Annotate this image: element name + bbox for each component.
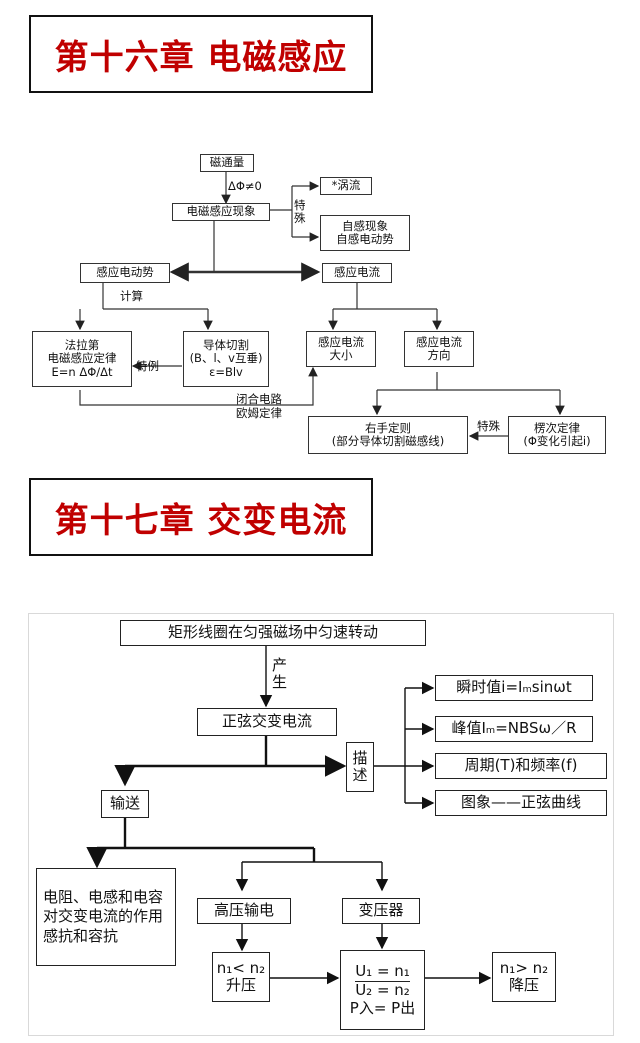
chapter16-title: 第十六章 电磁感应	[29, 15, 373, 93]
label-closed-circuit: 闭合电路 欧姆定律	[236, 392, 282, 421]
node-right-hand-rule: 右手定则 (部分导体切割磁感线)	[308, 416, 468, 454]
node-conductor-cut: 导体切割 (B、l、v互垂) ε=Blv	[183, 331, 269, 387]
node-current-direction: 感应电流 方向	[404, 331, 474, 367]
node-describe: 描 述	[346, 742, 374, 792]
node-transmit: 输送	[101, 790, 149, 818]
node-flux: 磁通量	[200, 154, 254, 172]
label-delta-phi: ΔΦ≠0	[228, 179, 262, 193]
label-produce: 产 生	[272, 656, 288, 692]
node-lenz-law: 楞次定律 (Φ变化引起i)	[508, 416, 606, 454]
node-graph-sine: 图象——正弦曲线	[435, 790, 607, 816]
arrow-to-magnitude	[79, 366, 318, 406]
node-transformer-equations: U₁ = n₁ U₂ = n₂ P入= P出	[340, 950, 425, 1030]
label-special-vertical: 特 殊	[294, 198, 306, 226]
node-phenomenon: 电磁感应现象	[172, 203, 270, 221]
chapter17-title: 第十七章 交变电流	[29, 478, 373, 556]
node-instant-value: 瞬时值i=Iₘsinωt	[435, 675, 593, 701]
node-period-frequency: 周期(T)和频率(f)	[435, 753, 607, 779]
node-rotating-coil: 矩形线圈在匀强磁场中匀速转动	[120, 620, 426, 646]
node-faraday: 法拉第 电磁感应定律 E=n ΔΦ/Δt	[32, 331, 132, 387]
node-sine-ac: 正弦交变电流	[197, 708, 337, 736]
node-eddy: *涡流	[320, 177, 372, 195]
label-special-horizontal: 特殊	[477, 419, 500, 433]
node-step-down: n₁> n₂ 降压	[492, 952, 556, 1002]
node-self-induction: 自感现象 自感电动势	[320, 215, 410, 251]
node-peak-value: 峰值Iₘ=NBSω／R	[435, 716, 593, 742]
label-calculate: 计算	[120, 289, 143, 303]
node-emf: 感应电动势	[80, 263, 170, 283]
node-current: 感应电流	[322, 263, 392, 283]
node-rlc-effect: 电阻、电感和电容对交变电流的作用 感抗和容抗	[36, 868, 176, 966]
node-transformer: 变压器	[342, 898, 420, 924]
node-step-up: n₁< n₂ 升压	[212, 952, 270, 1002]
label-special-case: 特例	[136, 359, 159, 373]
node-high-voltage: 高压输电	[197, 898, 291, 924]
node-current-magnitude: 感应电流 大小	[306, 331, 376, 367]
